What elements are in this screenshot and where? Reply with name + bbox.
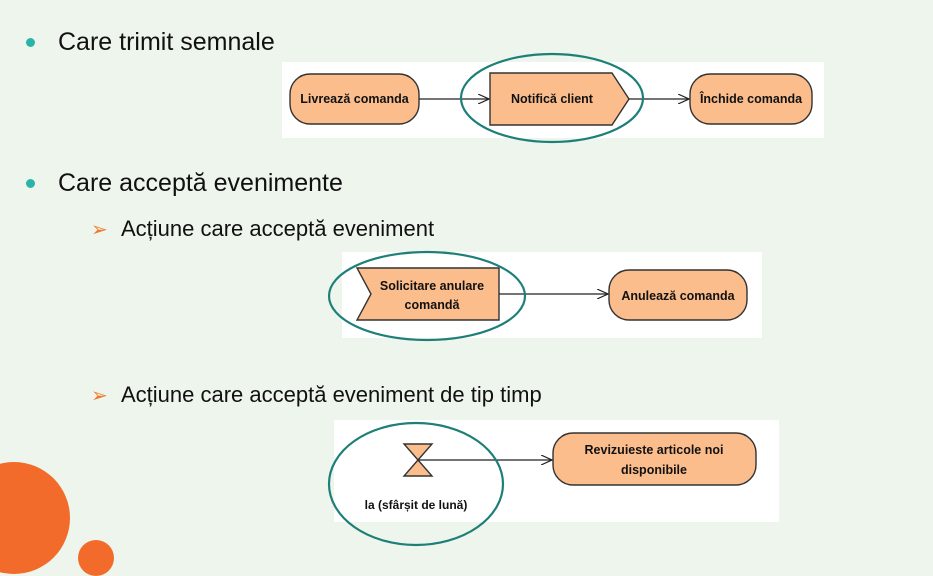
action-anuleaza-comanda [608, 269, 748, 321]
bullet-text-1: Care trimit semnale [58, 28, 275, 56]
highlight-ellipse-2 [327, 250, 527, 342]
arrow-bullet-icon: ➢ [91, 383, 108, 407]
decorative-circle-large [0, 462, 70, 574]
label-revizuieste-line2: disponibile [621, 463, 687, 477]
diagram-time-event: la (sfârșit de lună) Revizuieste articol… [327, 420, 779, 547]
label-solicitare-line1: Solicitare anulare [380, 279, 484, 293]
decorative-circle-small [78, 540, 114, 576]
diagram-accept-event: Solicitare anulare comandă Anulează coma… [327, 250, 762, 342]
sub-bullet-text-2: Acțiune care acceptă eveniment de tip ti… [121, 382, 542, 407]
accept-event-solicitare-anulare [355, 267, 500, 321]
diagram-send-signal: Livrează comanda Notifică client Închide… [282, 52, 824, 144]
action-revizuieste-articole [552, 432, 757, 486]
bullet-dot-1 [26, 38, 35, 47]
label-livreaza-comanda: Livrează comanda [300, 92, 409, 106]
label-revizuieste-line1: Revizuieste articole noi [585, 443, 724, 457]
action-inchide-comanda [689, 73, 813, 125]
label-notifica-client: Notifică client [511, 92, 594, 106]
sub-bullet-text-1: Acțiune care acceptă eveniment [121, 216, 435, 241]
arrow-bullet-icon: ➢ [91, 217, 108, 241]
bullet-dot-2 [26, 179, 35, 188]
send-signal-notifica-client [489, 72, 630, 126]
label-inchide-comanda: Închide comanda [699, 91, 803, 106]
highlight-ellipse-3 [327, 421, 505, 547]
label-anuleaza-comanda: Anulează comanda [621, 289, 735, 303]
bullet-text-2: Care acceptă evenimente [58, 169, 343, 197]
label-solicitare-line2: comandă [405, 298, 461, 312]
label-timer: la (sfârșit de lună) [365, 498, 468, 512]
highlight-ellipse-1 [459, 52, 645, 144]
